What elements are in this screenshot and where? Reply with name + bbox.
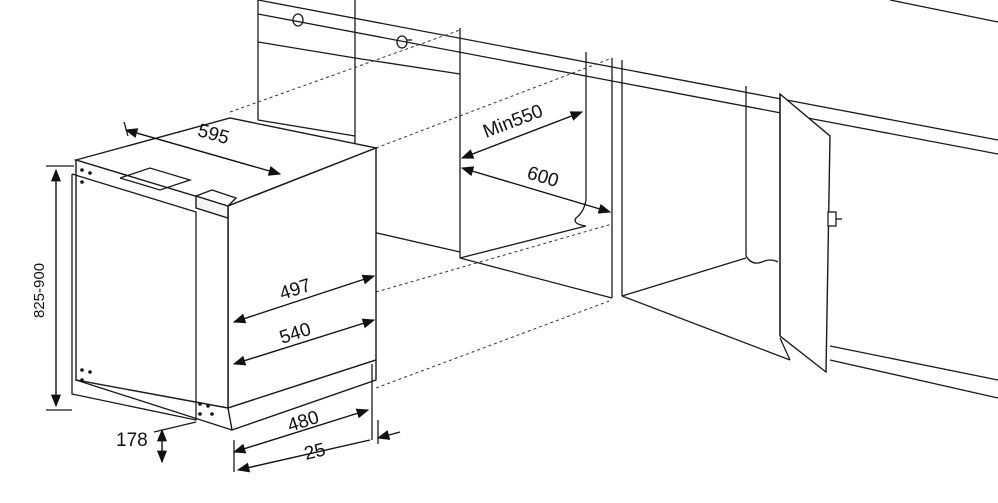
label-min550: Min550 xyxy=(480,101,546,143)
dim-540-arrow xyxy=(232,318,376,366)
cabinet-right-base xyxy=(621,295,791,361)
dim-595-arrow xyxy=(124,128,282,176)
proj-line-3 xyxy=(375,223,613,293)
countertop-line-upper xyxy=(257,0,998,141)
proj-line-1 xyxy=(229,29,461,113)
cabinet-right-floor-diag xyxy=(621,257,747,297)
countertop-back-edge xyxy=(889,0,998,23)
dim-25-arrow-right xyxy=(376,430,401,440)
screw-holes xyxy=(80,168,214,416)
niche-floor-diag xyxy=(459,225,587,259)
projection-lines xyxy=(229,29,613,389)
label-height: 825-900 xyxy=(31,263,48,318)
dim-595-ext-left xyxy=(123,121,129,137)
plinth-line-2 xyxy=(829,359,998,399)
appliance-plinth-front xyxy=(75,379,233,431)
dim-480-arrow xyxy=(232,408,370,454)
open-door xyxy=(779,92,831,374)
dimension-arrows xyxy=(46,111,612,473)
drawer-knob-1 xyxy=(292,13,304,27)
label-25: 25 xyxy=(302,439,328,464)
label-480: 480 xyxy=(285,407,322,437)
door-handle-icon xyxy=(827,211,837,227)
plinth-line-1 xyxy=(829,345,998,381)
label-178: 178 xyxy=(116,430,148,451)
drawer-bottom-line xyxy=(354,57,461,75)
dim-178-ext-top xyxy=(153,421,197,433)
countertop-line-lower xyxy=(257,13,998,155)
appliance-door-panel xyxy=(71,173,197,421)
proj-line-2 xyxy=(375,57,613,149)
proj-line-4 xyxy=(375,299,613,389)
door-bottom-join xyxy=(779,337,791,361)
dim-600-arrow xyxy=(460,166,612,214)
appliance xyxy=(71,117,379,431)
top-hinge-top xyxy=(193,189,238,207)
dim-min550-arrow xyxy=(460,111,584,159)
dim-25-arrow xyxy=(236,439,371,473)
dim-497-arrow xyxy=(232,274,376,324)
cabinet-left-base xyxy=(257,119,356,137)
cabinet-right-curve xyxy=(745,255,779,264)
drawer-knob-2 xyxy=(396,35,408,49)
niche-floor-front xyxy=(459,257,613,299)
